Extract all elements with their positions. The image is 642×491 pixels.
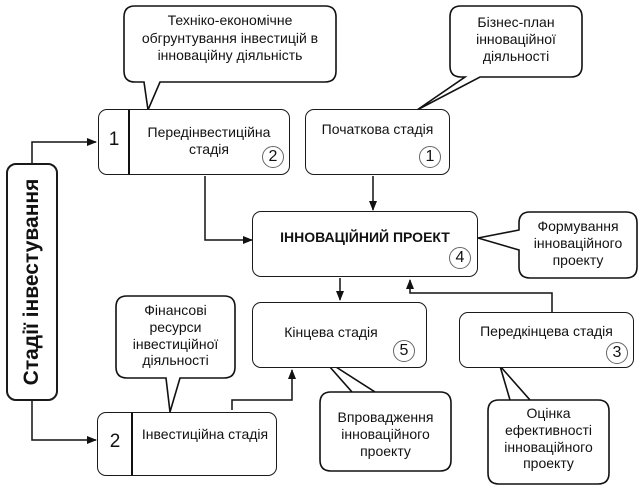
callout-evaluation-text: Оцінка ефективності інноваційного проект…	[504, 405, 593, 472]
callout-business-plan-text: Бізнес-план інноваційної діяльності	[476, 14, 556, 64]
stage-pre-investment-box	[98, 109, 290, 175]
stage-initial-label: Початкова стадія	[321, 121, 434, 137]
callout-financial-shape	[115, 295, 236, 413]
callout-feasibility-text: Техніко-економічне обгрунтування інвести…	[141, 12, 319, 63]
callout-financial-text: Фінансові ресурси інвестиційної діяльнос…	[132, 302, 219, 369]
stage-investment-label: Інвестиційна стадія	[141, 426, 269, 442]
stage-final-label: Кінцева стадія	[284, 324, 378, 340]
side-label-text: Стадії інвестування	[20, 178, 43, 386]
callout-business-plan-shape	[416, 5, 583, 111]
arrow-investment-to-final	[231, 369, 296, 410]
arrow-pre-investment-to-project	[204, 176, 253, 244]
project-box	[252, 211, 478, 277]
project-number: 4	[449, 247, 471, 269]
stage-investment-divider	[131, 413, 133, 475]
callout-formation-text: Формування інноваційного проекту	[533, 218, 623, 268]
callout-formation-shape	[477, 211, 638, 279]
stage-pre-final-label: Передкінцева стадія	[480, 323, 613, 339]
callout-implementation-text: Впровадження інноваційного проекту	[337, 409, 434, 459]
stage-pre-investment-index: 1	[108, 129, 120, 150]
stage-pre-investment-divider	[128, 110, 130, 174]
stage-investment-index: 2	[109, 431, 121, 452]
stage-pre-final-box	[459, 312, 634, 368]
stage-pre-investment-number: 2	[262, 146, 284, 168]
stage-initial-number: 1	[419, 146, 441, 168]
stage-final-number: 5	[393, 340, 415, 362]
stage-pre-investment-label: Передінвестиційна стадія	[147, 124, 271, 157]
stage-pre-final-number: 3	[606, 342, 628, 364]
callout-feasibility-shape	[123, 5, 337, 113]
arrow-pre-final-to-project	[406, 279, 553, 312]
callout-evaluation-shape	[487, 365, 610, 485]
side-label-box: Стадії інвестування	[6, 163, 58, 401]
arrow-side-to-investment	[31, 395, 97, 444]
stage-investment-box	[97, 412, 277, 476]
project-label: ІННОВАЦІЙНИЙ ПРОЕКТ	[280, 229, 450, 245]
arrow-side-to-pre-investment	[31, 138, 97, 168]
callout-implementation-shape	[319, 357, 452, 472]
